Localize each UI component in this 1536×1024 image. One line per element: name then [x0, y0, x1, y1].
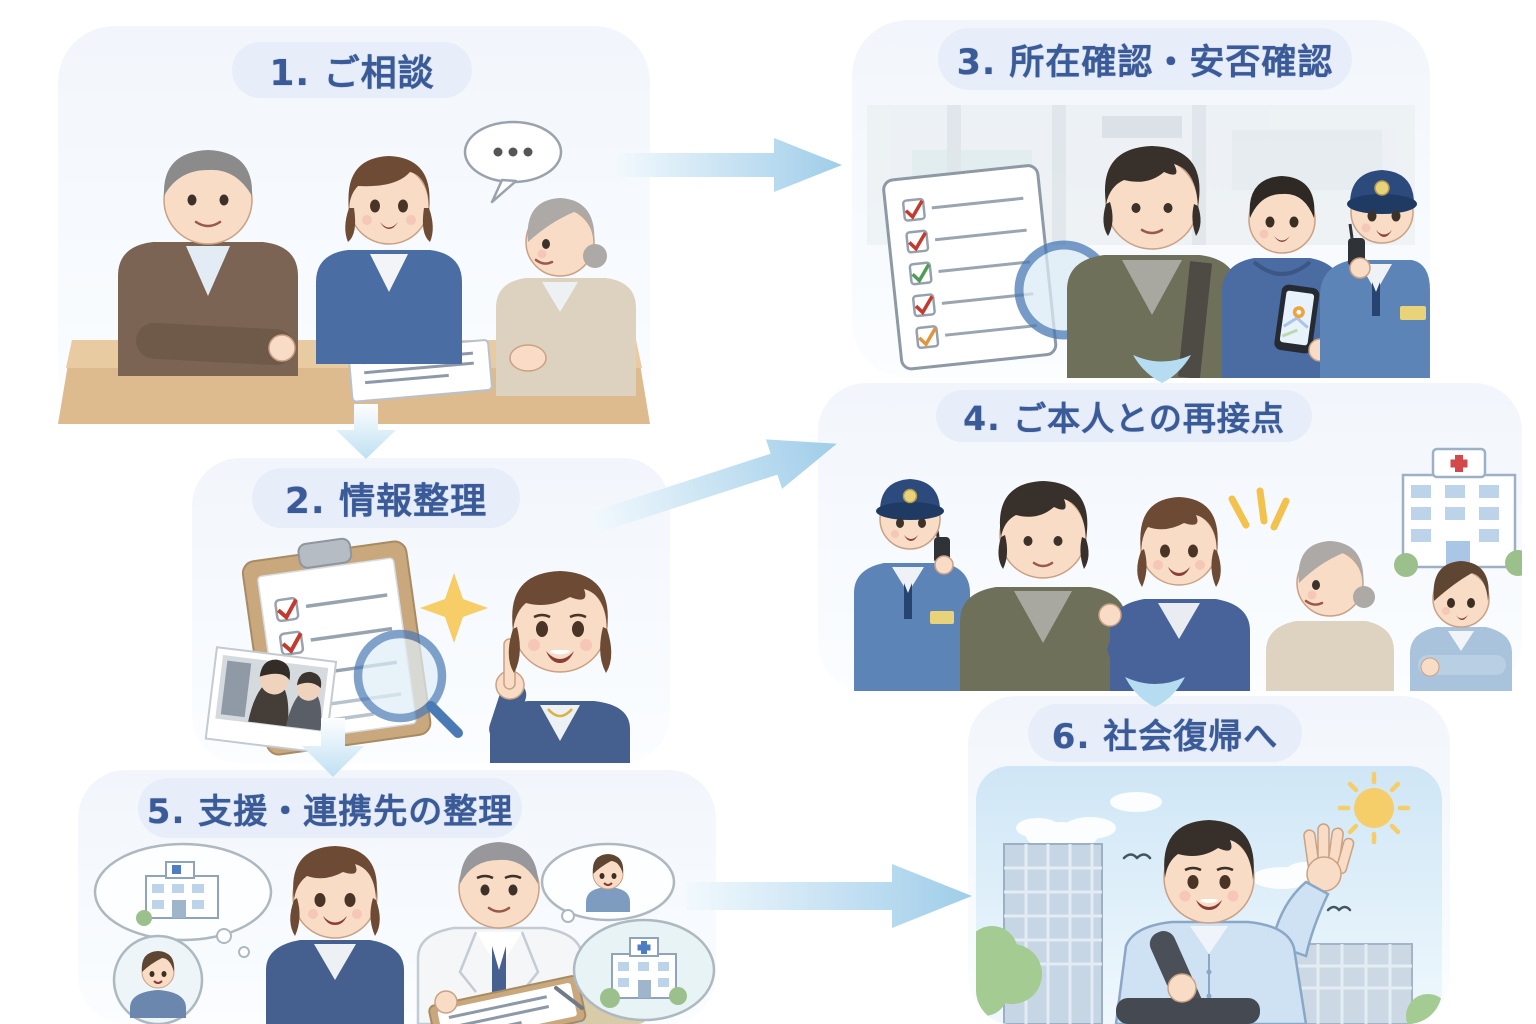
missing-man-figure	[1067, 146, 1237, 378]
staff-bubble-icon	[112, 934, 204, 1024]
shoulder-bag	[1116, 931, 1260, 1024]
scene-location-check	[867, 105, 1430, 378]
recovered-man-figure	[1114, 820, 1355, 1024]
arrow-2-to-4	[585, 425, 850, 540]
sparkle-icon	[420, 573, 488, 643]
photos-icon	[204, 646, 338, 755]
hospital-icon	[1394, 447, 1522, 577]
step-1-label: 1. ご相談	[232, 42, 472, 98]
scene-reconnection	[854, 447, 1522, 691]
grandmother-figure	[496, 198, 636, 396]
police-officer-figure	[854, 479, 970, 691]
doctor-figure	[416, 842, 587, 1024]
step-3-label: 3. 所在確認・安否確認	[938, 28, 1352, 90]
family-woman-figure	[266, 846, 404, 1024]
coordinator-woman-figure	[489, 571, 630, 763]
step-5-label: 5. 支援・連携先の整理	[138, 778, 522, 838]
arrow-2-to-5	[302, 718, 364, 777]
sister-figure	[1098, 497, 1250, 691]
scene-info-organizing	[204, 537, 630, 763]
mother-figure	[316, 156, 462, 364]
boy-figure	[1222, 176, 1342, 378]
scene-consultation	[58, 120, 650, 424]
arrow-1-to-2	[336, 404, 396, 459]
arrow-5-to-6	[686, 864, 972, 928]
magnifier-icon	[353, 629, 463, 738]
father-figure	[118, 150, 298, 376]
step-2-label: 2. 情報整理	[252, 468, 520, 528]
found-man-figure	[960, 481, 1126, 691]
smartphone-icon	[1274, 284, 1320, 354]
step-4-label: 4. ご本人との再接点	[936, 390, 1312, 442]
chevron-3-to-4	[1133, 355, 1191, 383]
waving-hand	[1303, 823, 1355, 892]
grandmother-figure	[1266, 541, 1394, 691]
support-staff-figure	[1410, 561, 1512, 691]
nurse-bubble-icon	[540, 842, 676, 923]
police-officer-figure	[1320, 170, 1430, 378]
scene-support-coordination	[93, 842, 716, 1024]
emphasis-marks-icon	[1228, 487, 1290, 531]
hospital-bubble-icon	[572, 918, 716, 1022]
speech-bubble-icon	[463, 120, 563, 204]
arrow-1-to-3	[616, 138, 842, 192]
scene-social-reintegration	[976, 766, 1442, 1024]
facility-bubble-icon	[93, 842, 273, 958]
birds-icon	[1122, 853, 1352, 912]
step-6-label: 6. 社会復帰へ	[1028, 704, 1302, 762]
chevron-4-to-6	[1125, 677, 1185, 707]
sun-icon	[1337, 771, 1411, 845]
